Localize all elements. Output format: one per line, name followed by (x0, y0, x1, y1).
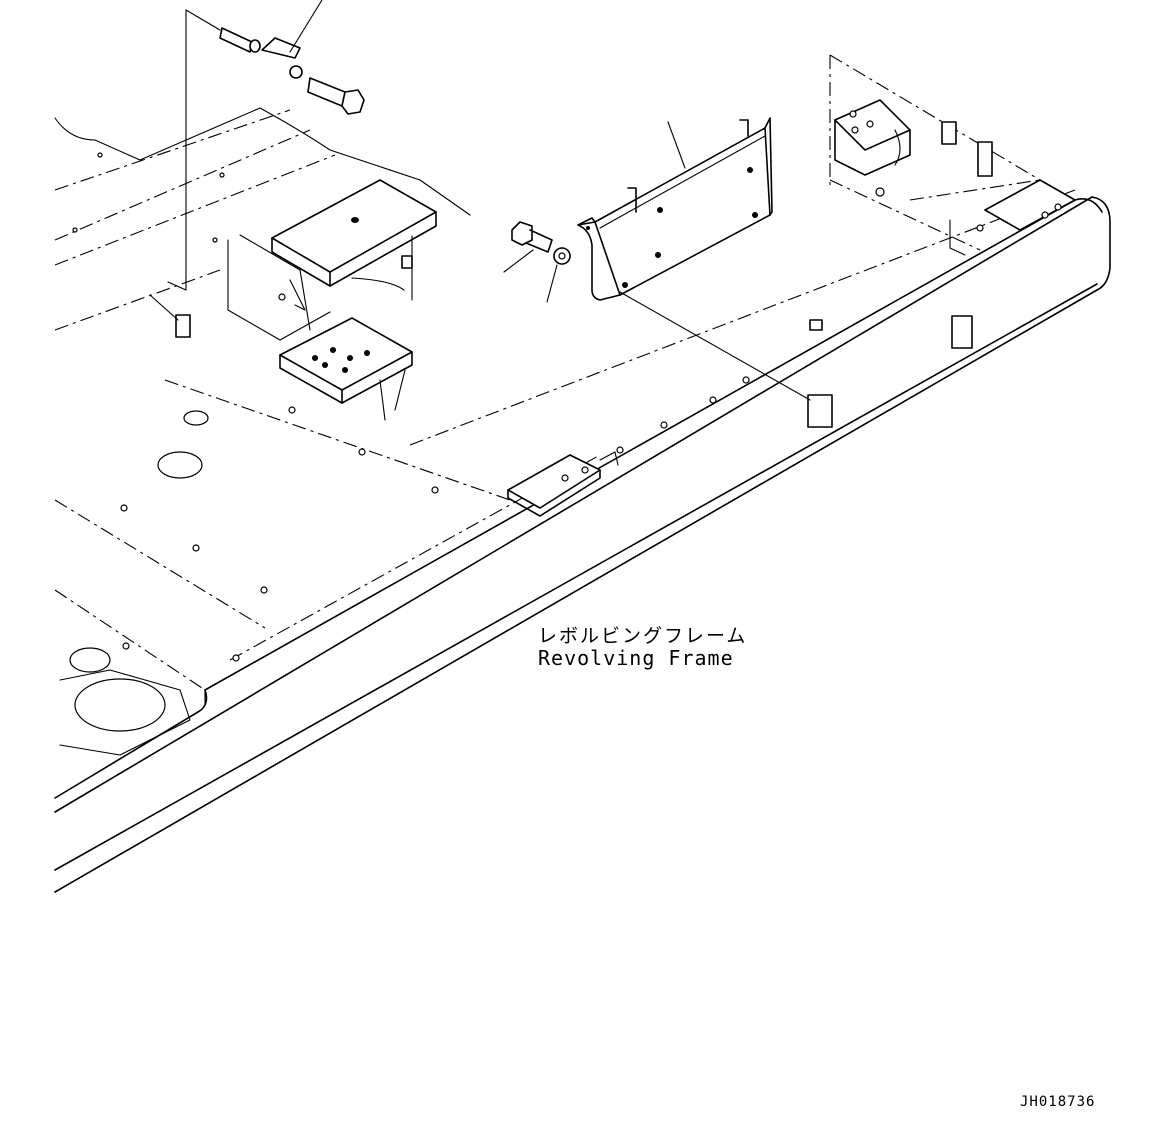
frame-side-beam (54, 196, 1111, 893)
frame-label-japanese: レボルビングフレーム (538, 625, 748, 647)
beam-lug (951, 315, 973, 349)
beam-lug (809, 319, 823, 331)
right-bracket (834, 99, 1076, 256)
beam-lug (807, 394, 833, 428)
deck-holes (59, 152, 750, 756)
top-fasteners (219, 27, 365, 115)
frame-upper-edge (54, 107, 471, 216)
drawing-number: JH018736 (1020, 1094, 1096, 1110)
bolt-part (511, 221, 571, 265)
frame-label-english: Revolving Frame (538, 646, 734, 670)
beam-plate (507, 451, 619, 517)
frame-deck-outline (54, 54, 1076, 691)
leader-lines (149, 0, 811, 401)
plate-cover-part (577, 117, 773, 301)
center-bracket (175, 179, 437, 421)
